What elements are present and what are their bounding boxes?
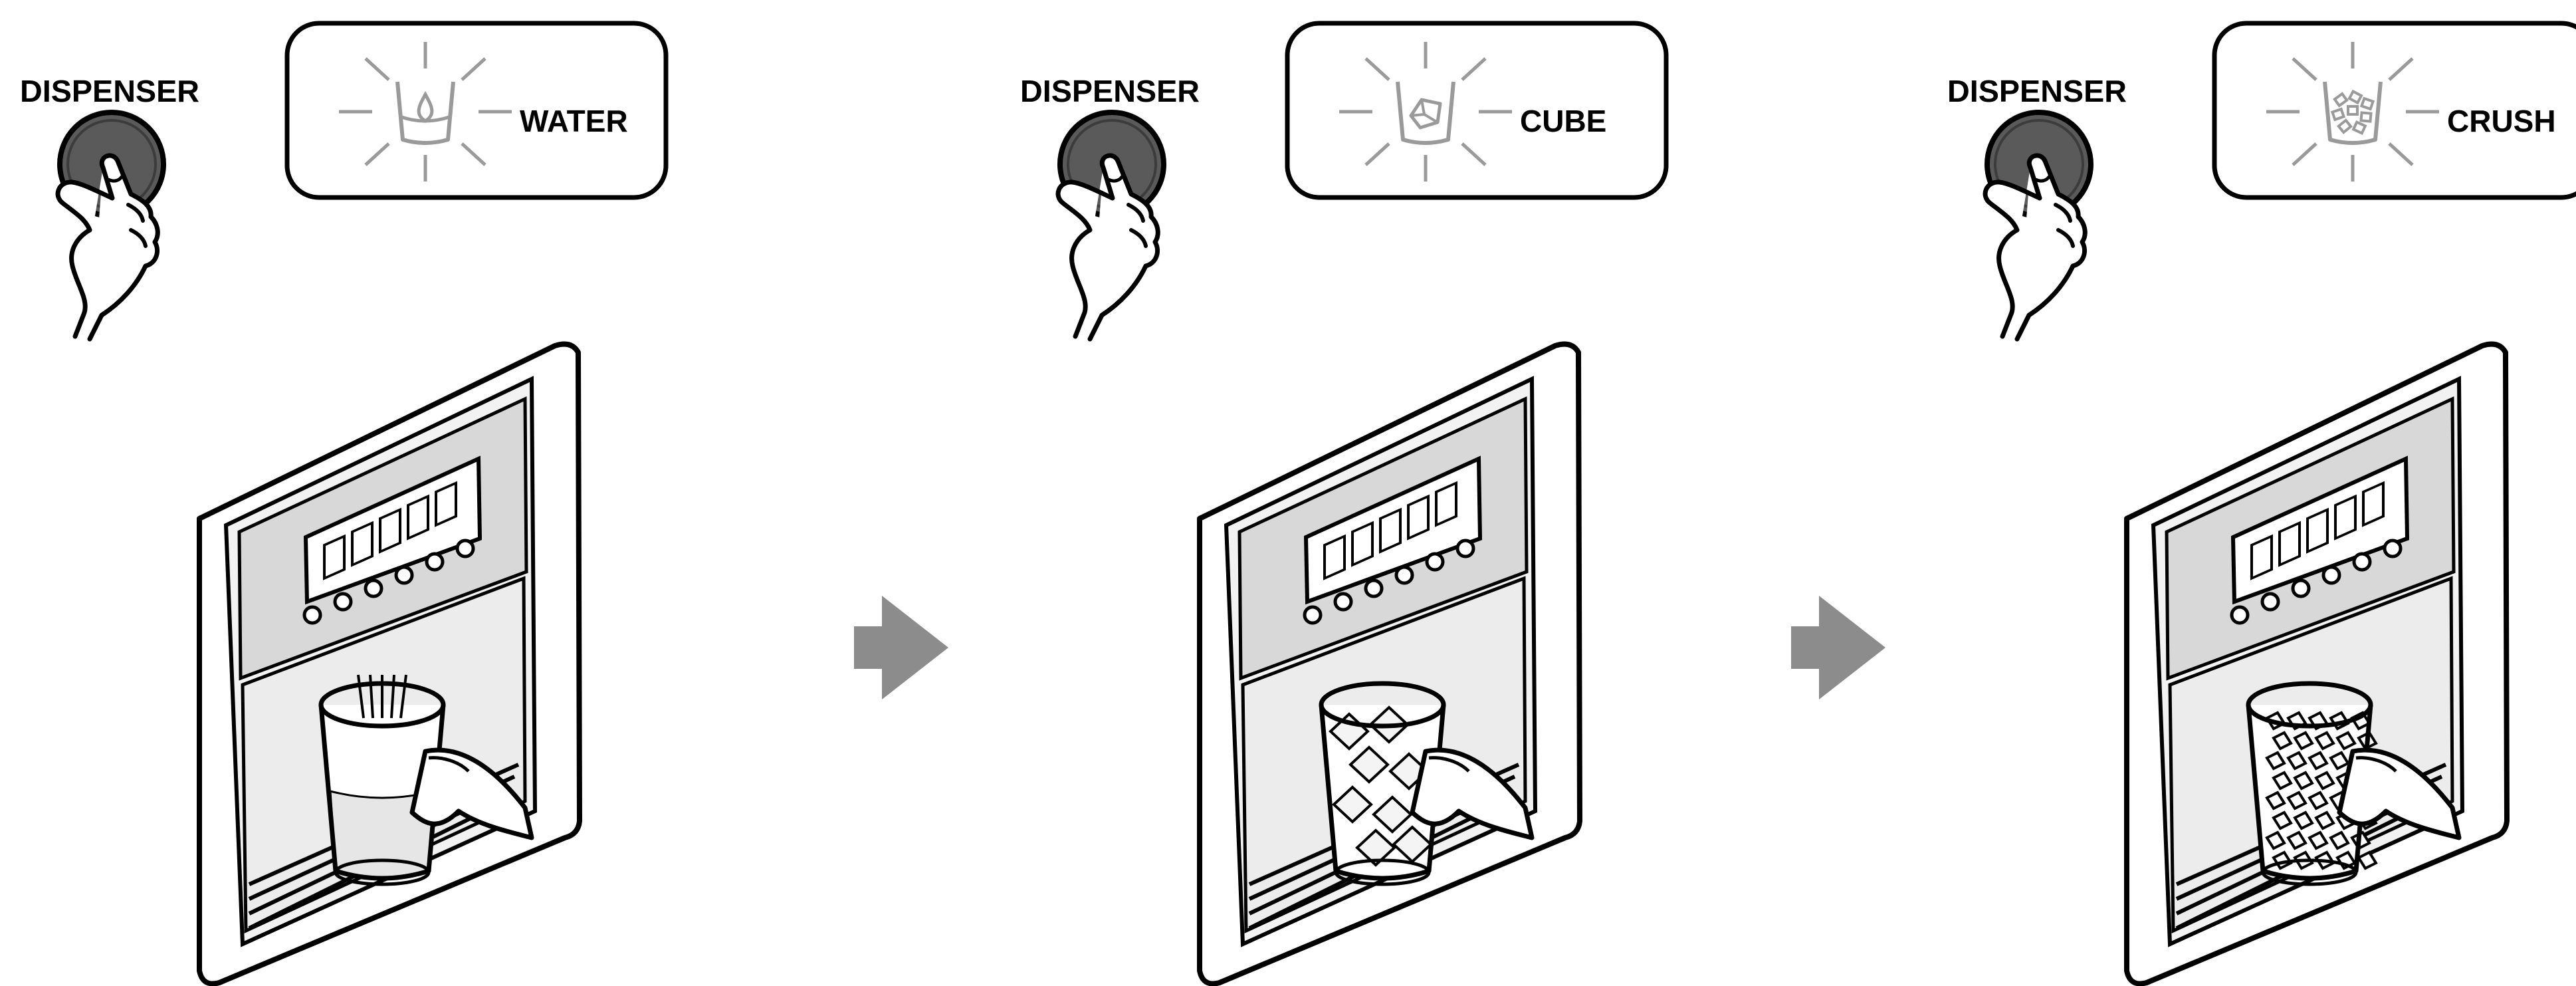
panel-button <box>335 594 351 610</box>
panel-button <box>2354 554 2370 570</box>
panel-button <box>1335 594 1351 610</box>
dispenser-label: DISPENSER <box>1020 74 1200 108</box>
panel-button <box>1457 541 1473 556</box>
panel-button <box>457 541 473 556</box>
mode-label: CRUSH <box>2447 104 2556 138</box>
step-cube: DISPENSER CUBE <box>1020 23 1666 984</box>
mode-label: WATER <box>520 104 628 138</box>
panel-button <box>1366 580 1382 596</box>
dispenser-label: DISPENSER <box>1947 74 2127 108</box>
panel-button <box>1305 607 1321 623</box>
panel-button <box>2293 580 2309 596</box>
panel-button <box>366 580 381 596</box>
step-water: DISPENSER WATER <box>20 23 666 984</box>
panel-button <box>1396 567 1412 583</box>
mode-label: CUBE <box>1520 104 1606 138</box>
step-crush: DISPENSER CRUSH <box>1947 23 2576 984</box>
panel-button <box>2262 594 2278 610</box>
right-arrow-icon <box>854 596 948 699</box>
dispenser-label: DISPENSER <box>20 74 199 108</box>
panel-button <box>396 567 412 583</box>
right-arrow-icon <box>1791 596 1885 699</box>
panel-button <box>427 554 443 570</box>
panel-button <box>2232 607 2248 623</box>
panel-button <box>304 607 320 623</box>
panel-button <box>2323 567 2339 583</box>
panel-button <box>1427 554 1443 570</box>
panel-button <box>2385 541 2401 556</box>
